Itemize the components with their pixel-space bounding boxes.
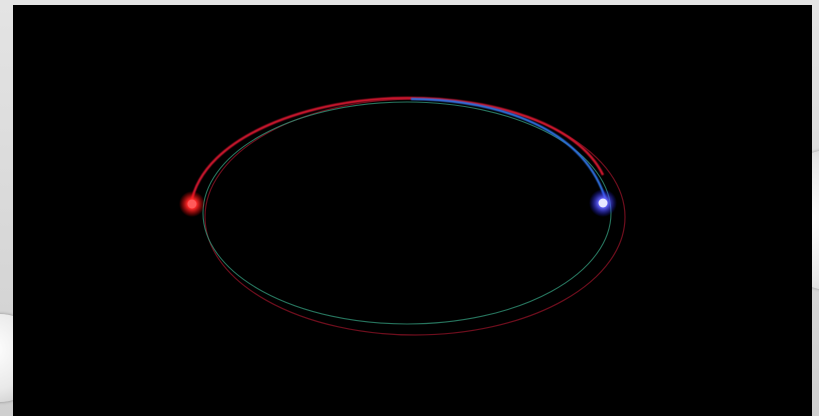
orbit-red-outer	[204, 98, 626, 336]
red-body-core	[187, 199, 197, 209]
orbit-blue-trail	[410, 97, 608, 202]
orbit-animation	[179, 96, 626, 336]
blue-body-core	[598, 198, 608, 208]
orbit-red-trail	[189, 96, 605, 205]
video-screen	[13, 5, 812, 416]
